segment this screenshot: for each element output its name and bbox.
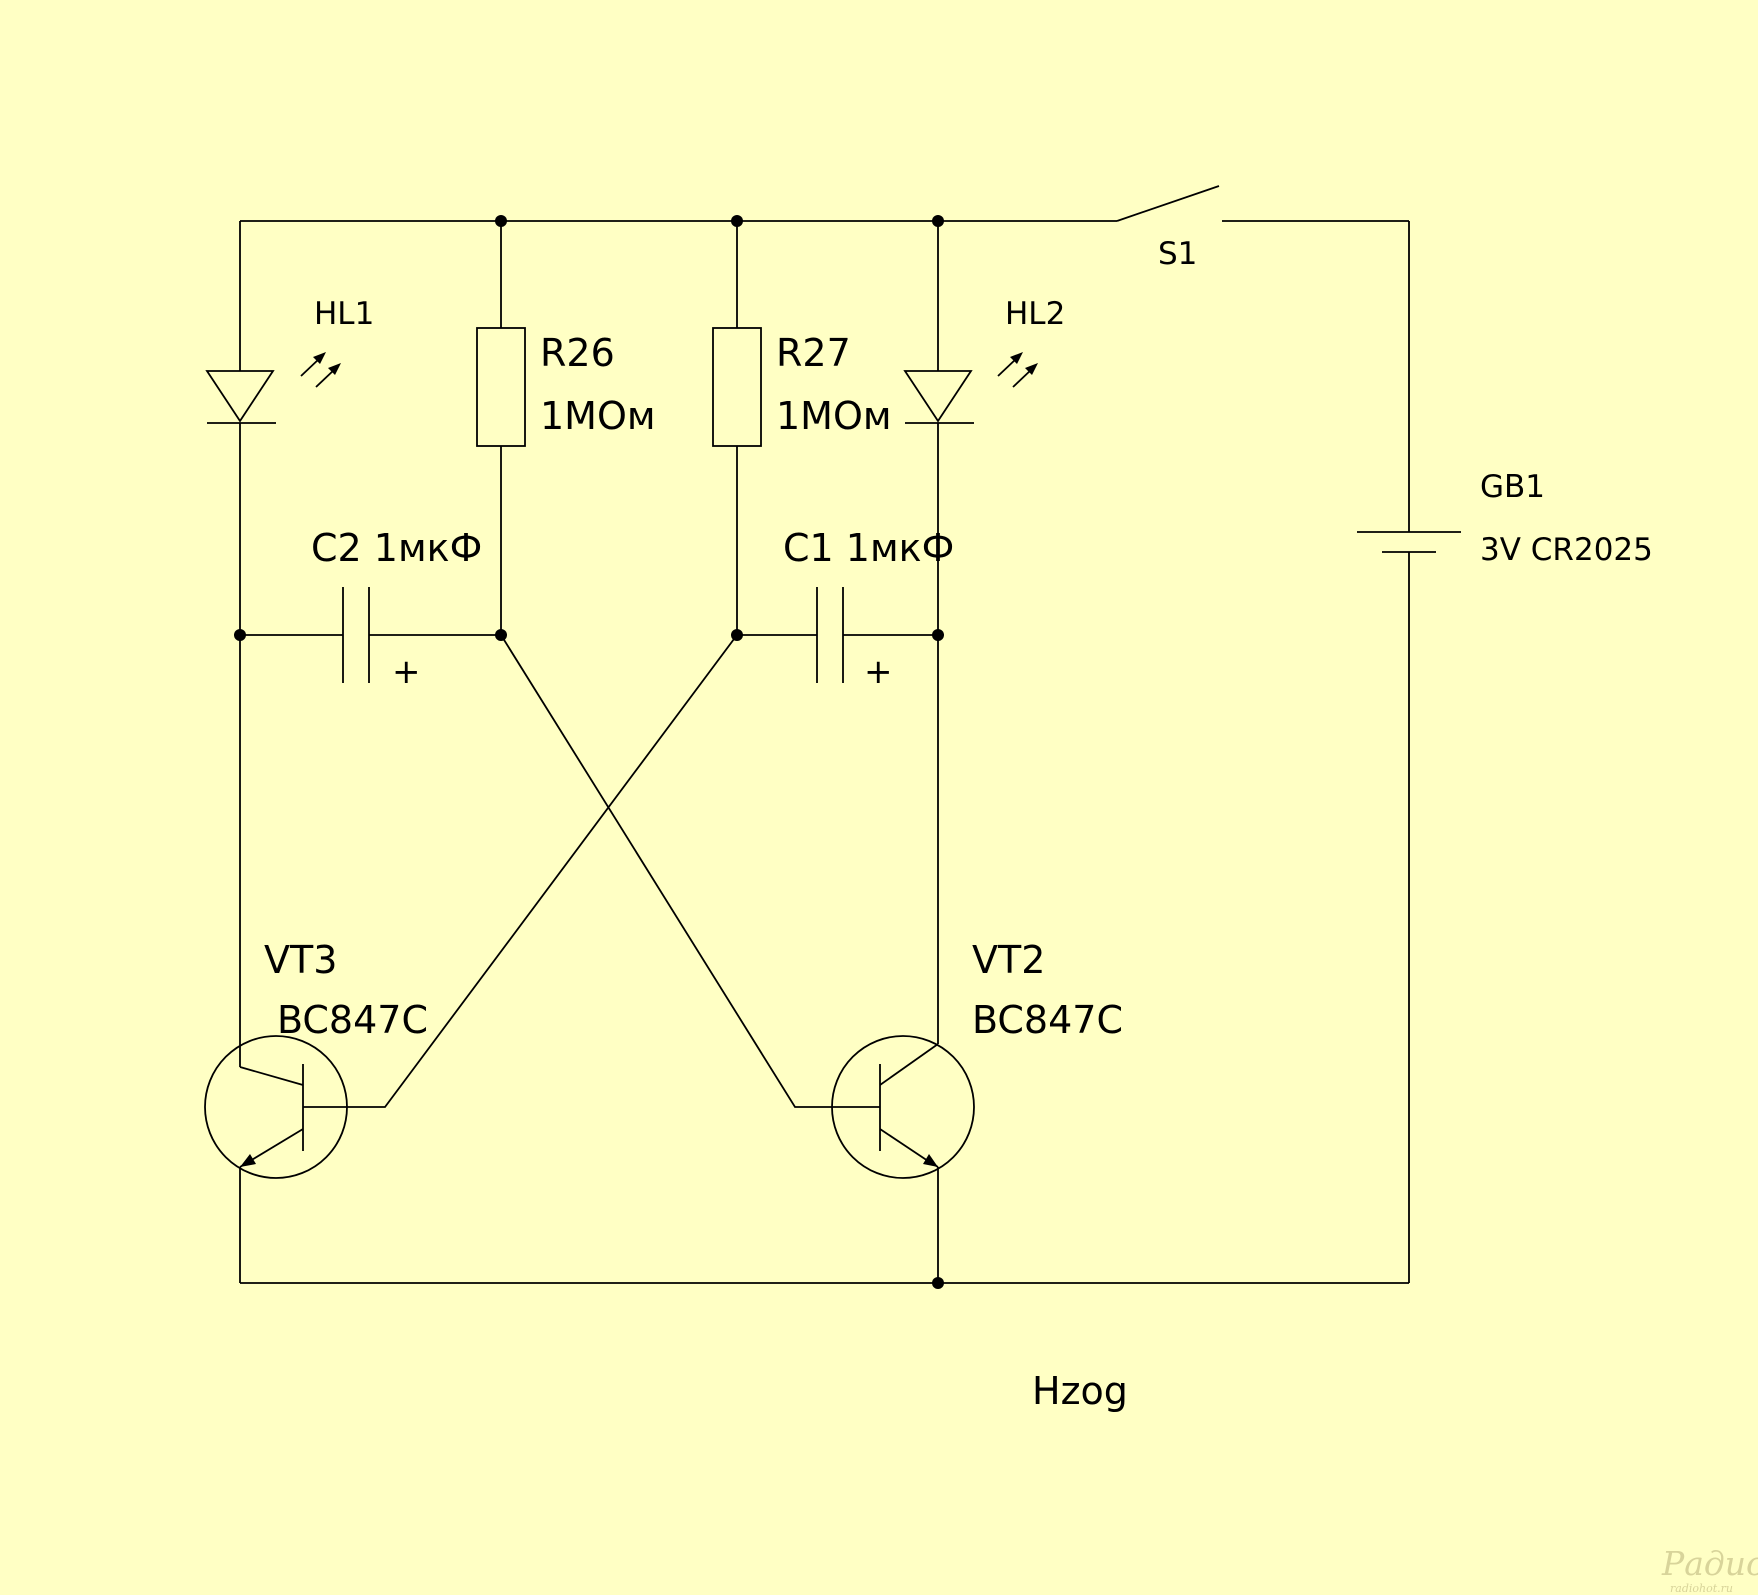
switch-s1-label: S1 xyxy=(1158,236,1197,272)
capacitor-c1-polarity: + xyxy=(864,652,893,692)
transistor-vt2-label: VT2 xyxy=(972,938,1045,982)
resistor-r26: R26 1МОм xyxy=(476,327,656,447)
resistor-r27-value: 1МОм xyxy=(776,394,892,438)
watermark-logo: Радио КОТ xyxy=(1661,1544,1758,1583)
led-hl2-label: HL2 xyxy=(1005,296,1065,332)
resistor-r26-value: 1МОм xyxy=(540,394,656,438)
transistor-vt2-type: BC847C xyxy=(972,998,1123,1042)
capacitor-c1-label: C1 1мкФ xyxy=(783,526,954,570)
resistor-r26-label: R26 xyxy=(540,331,615,375)
led-hl1-label: HL1 xyxy=(314,296,374,332)
cross-wire-r26-to-vt2-base xyxy=(500,634,834,1108)
capacitor-c2-label: C2 1мкФ xyxy=(311,526,482,570)
resistor-r27: R27 1МОм xyxy=(712,327,892,447)
transistor-vt3-type: BC847C xyxy=(277,998,428,1042)
battery-gb1-value: 3V CR2025 xyxy=(1480,532,1653,568)
battery-gb1: GB1 3V CR2025 xyxy=(1357,469,1653,568)
switch-s1: S1 xyxy=(1116,185,1220,272)
transistor-vt2: VT2 BC847C xyxy=(831,938,1123,1179)
led-hl2: HL2 xyxy=(903,296,1065,424)
capacitor-c2: C2 1мкФ + xyxy=(240,526,501,692)
junction-dots xyxy=(234,215,944,1289)
capacitor-c2-polarity: + xyxy=(392,652,421,692)
watermark-url: radiohot.ru xyxy=(1670,1582,1733,1595)
led-hl1: HL1 xyxy=(205,296,374,424)
transistor-vt3: VT3 BC847C xyxy=(204,938,428,1179)
cross-wire-r27-to-vt3-base xyxy=(346,634,738,1108)
capacitor-c1: C1 1мкФ + xyxy=(737,526,954,692)
battery-gb1-label: GB1 xyxy=(1480,469,1545,505)
resistor-r27-label: R27 xyxy=(776,331,851,375)
author-label: Hzog xyxy=(1032,1369,1128,1413)
transistor-vt3-label: VT3 xyxy=(264,938,337,982)
watermark: Радио КОТ radiohot.ru xyxy=(1661,1544,1758,1595)
